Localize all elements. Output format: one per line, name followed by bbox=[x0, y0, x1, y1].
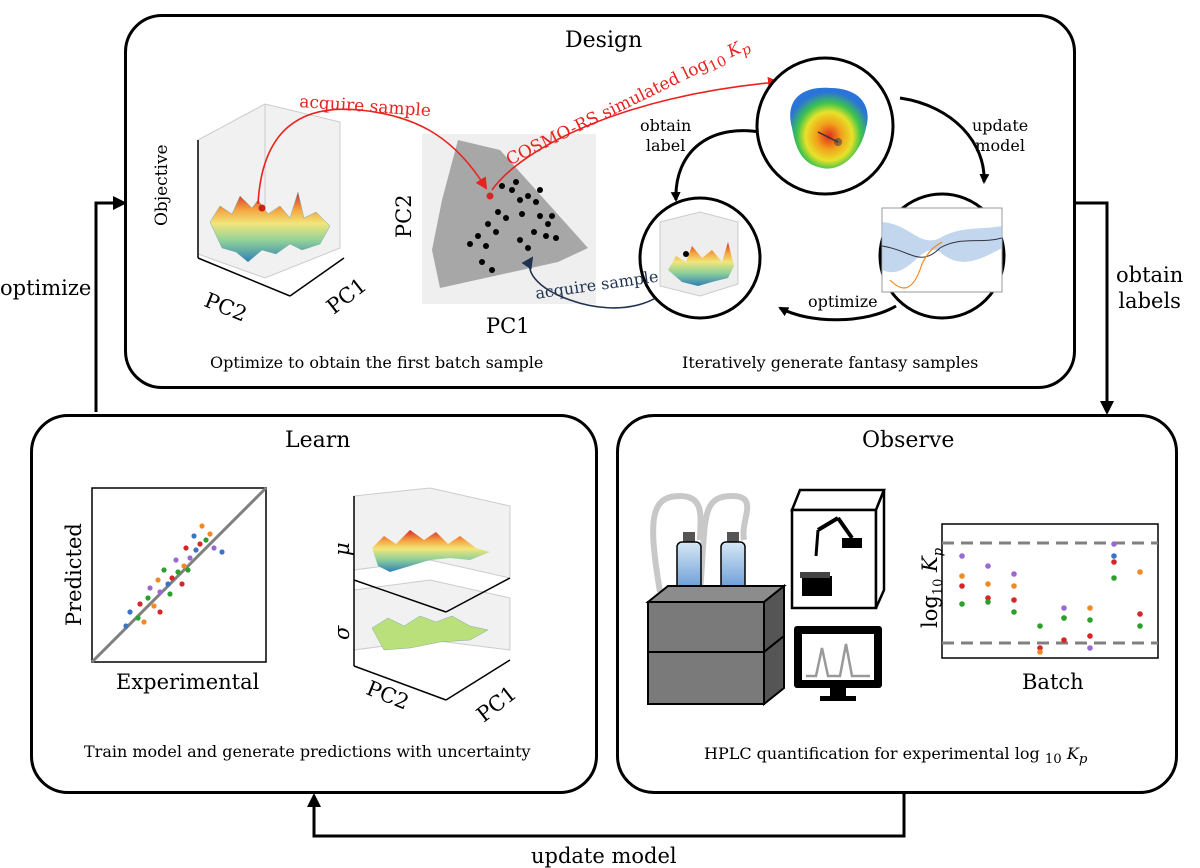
parity-plot bbox=[90, 486, 268, 664]
objective-surface-plot bbox=[197, 103, 345, 297]
outer-obtain-labels-arrow bbox=[1076, 201, 1114, 415]
design-caption-right: Iteratively generate fantasy samples bbox=[682, 353, 979, 372]
hplc-instrument-illustration bbox=[645, 488, 886, 707]
batch-xlabel: Batch bbox=[1022, 670, 1084, 694]
mu-sigma-surface-plot bbox=[353, 487, 511, 701]
learn-title: Learn bbox=[285, 428, 351, 453]
solvent-bottle-left bbox=[676, 532, 702, 595]
iteration-cycle bbox=[638, 56, 1006, 322]
outer-update-model-arrow bbox=[307, 793, 906, 838]
parity-ylabel: Predicted bbox=[62, 523, 86, 626]
sigma-label: σ bbox=[330, 625, 354, 640]
batch-plot bbox=[941, 523, 1159, 659]
learn-caption: Train model and generate predictions wit… bbox=[84, 742, 531, 761]
design-title: Design bbox=[565, 28, 643, 53]
solvent-bottle-right bbox=[720, 532, 746, 595]
autosampler-robot-icon bbox=[790, 488, 886, 610]
outer-optimize-arrow bbox=[94, 196, 127, 412]
mu-label: μ bbox=[330, 542, 354, 556]
chromatogram-monitor-icon bbox=[794, 626, 882, 701]
observe-caption: HPLC quantification for experimental log… bbox=[704, 744, 1088, 768]
acquire-sample-red-arrow bbox=[257, 108, 488, 205]
hplc-stack-top bbox=[645, 583, 787, 655]
outer-optimize-label: optimize bbox=[0, 276, 92, 300]
scatter-ylabel: PC2 bbox=[392, 194, 416, 238]
pca-scatter-plot bbox=[422, 134, 596, 304]
outer-update-model-label: update model bbox=[531, 844, 677, 868]
cycle-optimize-text: optimize bbox=[808, 292, 878, 311]
design-caption-left: Optimize to obtain the first batch sampl… bbox=[210, 353, 544, 372]
surface-zlabel: Objective bbox=[152, 144, 172, 226]
hplc-stack-bottom bbox=[647, 633, 785, 707]
observe-title: Observe bbox=[862, 428, 955, 453]
parity-xlabel: Experimental bbox=[116, 670, 260, 694]
cosmo-rs-red-arrow bbox=[491, 76, 780, 191]
scatter-xlabel: PC1 bbox=[486, 314, 530, 338]
batch-ylabel: log10 Kp bbox=[918, 547, 947, 628]
